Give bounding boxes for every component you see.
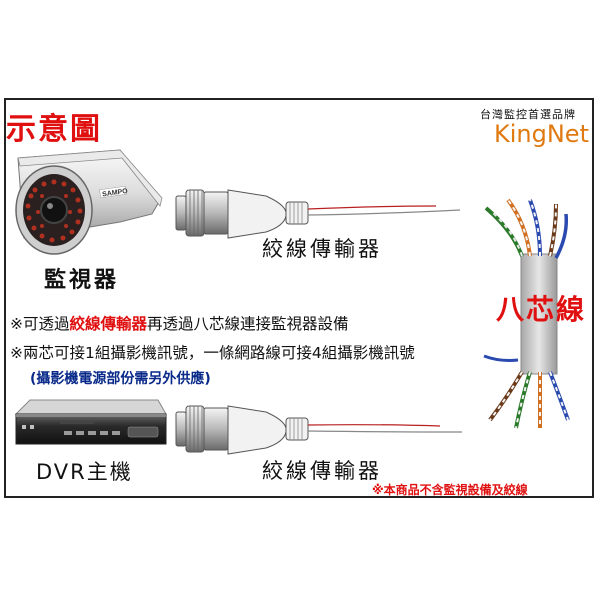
note-line-1-suffix: 再透過八芯線連接監視器設備 bbox=[147, 315, 349, 333]
brand-tagline: 台灣監控首選品牌 bbox=[480, 108, 576, 121]
camera-brand-text: SAMPO bbox=[102, 188, 129, 199]
dvr-label: DVR主機 bbox=[36, 460, 133, 484]
balun-label-bottom: 絞線傳輸器 bbox=[262, 459, 382, 483]
bullet-camera-icon: SAMPO bbox=[15, 149, 163, 255]
note-line-1: ※可透過絞線傳輸器再透過八芯線連接監視器設備 bbox=[10, 312, 349, 334]
balun-connector-bottom-icon bbox=[175, 405, 463, 455]
dvr-recorder-icon bbox=[14, 399, 167, 445]
camera-label: 監視器 bbox=[44, 268, 120, 293]
balun-label-top: 絞線傳輸器 bbox=[262, 237, 382, 261]
balun-connector-top-icon bbox=[175, 189, 461, 239]
eight-core-cable-icon bbox=[483, 198, 570, 429]
note-line-2: ※兩芯可接1組攝影機訊號，一條網路線可接4組攝影機訊號 bbox=[10, 344, 415, 362]
disclaimer-note: ※本商品不含監視設備及絞線 bbox=[372, 483, 528, 497]
note-line-3: (攝影機電源部份需另外供應) bbox=[30, 371, 211, 387]
cable-label: 八芯線 bbox=[496, 293, 587, 326]
brand-logo: KingNet bbox=[494, 120, 589, 148]
note-line-1-emphasis: 絞線傳輸器 bbox=[69, 315, 148, 333]
note-line-1-prefix: ※可透過 bbox=[10, 315, 70, 333]
page-title: 示意圖 bbox=[6, 112, 102, 147]
